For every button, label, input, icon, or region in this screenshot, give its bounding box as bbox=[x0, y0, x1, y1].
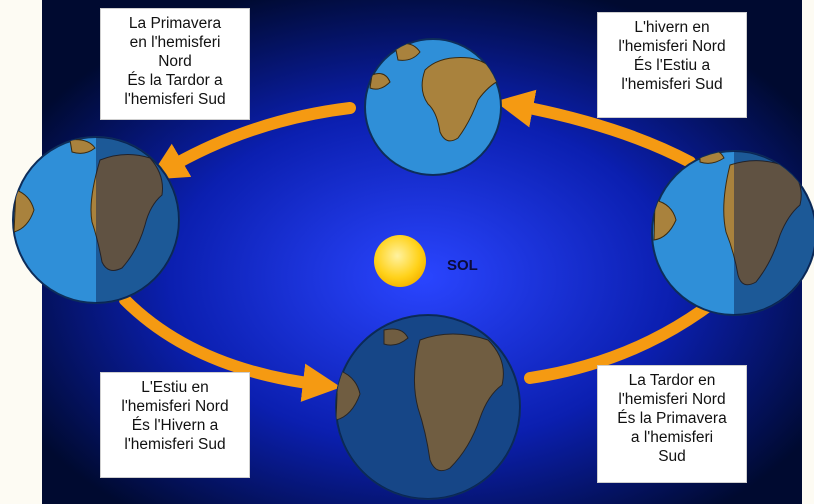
label-line: És l'Estiu a bbox=[633, 57, 711, 74]
label-summer-north: L'Estiu en l'hemisferi Nord És l'Hivern … bbox=[100, 372, 250, 478]
orbit-arrow-left-to-bottom bbox=[119, 294, 342, 402]
earth-top bbox=[364, 38, 502, 176]
label-line: L'hivern en bbox=[634, 19, 710, 36]
label-line: l'hemisferi Nord bbox=[121, 398, 229, 415]
label-line: L'Estiu en bbox=[141, 379, 209, 396]
label-line: l'hemisferi Sud bbox=[124, 91, 226, 108]
earth-bottom bbox=[335, 314, 521, 500]
label-autumn-north: La Tardor en l'hemisferi Nord És la Prim… bbox=[597, 365, 747, 483]
label-line: La Primavera bbox=[128, 15, 222, 32]
label-line: És la Primavera bbox=[617, 410, 727, 427]
label-line: És la Tardor a bbox=[127, 72, 223, 89]
sun bbox=[374, 235, 426, 287]
label-line: en l'hemisferi bbox=[129, 34, 221, 51]
sun-label: SOL bbox=[447, 257, 478, 274]
label-line: l'hemisferi Sud bbox=[124, 436, 226, 453]
label-line: Sud bbox=[658, 448, 686, 465]
orbit-arrow-top-to-left bbox=[148, 102, 356, 180]
label-line: Nord bbox=[158, 53, 192, 70]
label-line: l'hemisferi Sud bbox=[621, 76, 723, 93]
label-spring-north: La Primavera en l'hemisferi Nord És la T… bbox=[100, 8, 250, 120]
label-line: La Tardor en bbox=[628, 372, 716, 389]
label-line: l'hemisferi Nord bbox=[618, 391, 726, 408]
label-line: l'hemisferi Nord bbox=[618, 38, 726, 55]
label-winter-north: L'hivern en l'hemisferi Nord És l'Estiu … bbox=[597, 12, 747, 118]
label-line: És l'Hivern a bbox=[131, 417, 219, 434]
label-line: a l'hemisferi bbox=[630, 429, 714, 446]
orbit-arrow-right-to-top bbox=[495, 89, 696, 168]
